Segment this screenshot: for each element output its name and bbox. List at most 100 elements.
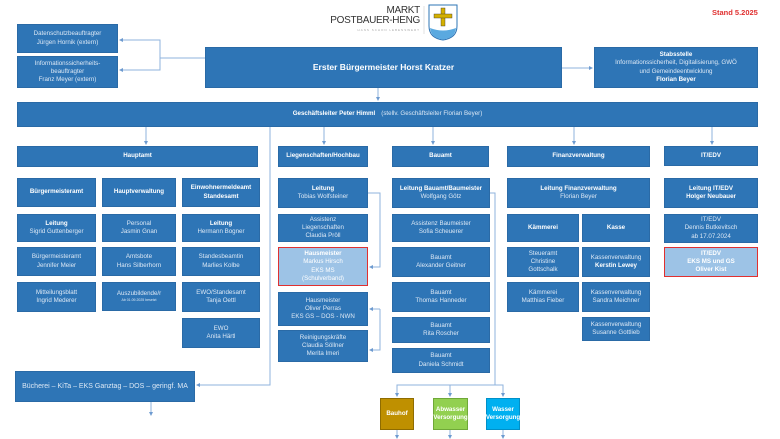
- org-unit-text: EKS MS: [311, 266, 335, 274]
- org-unit-text: ab 17.07.2024: [691, 232, 731, 240]
- org-unit-text: IT/EDV: [701, 216, 721, 224]
- org-unit-f-k: Kämmerei: [507, 214, 579, 242]
- org-unit-text: Daniela Schmidt: [418, 360, 464, 368]
- org-unit-text: EKS GS – DOS - NWN: [291, 313, 355, 321]
- org-unit-text: Reinigungskräfte: [299, 333, 347, 341]
- org-unit-text: Christine: [530, 257, 556, 265]
- org-unit-text: EKS MS und GS: [687, 257, 735, 265]
- org-unit-text: Kassenverwaltung: [590, 253, 642, 261]
- org-unit-text: Kasse: [606, 223, 626, 231]
- org-unit-text: und Gemeindeentwicklung: [639, 67, 713, 75]
- org-unit-text: Assistenz: [309, 215, 337, 223]
- org-unit-text: Hermann Bogner: [197, 228, 245, 235]
- org-unit-text: IT/EDV: [701, 151, 721, 159]
- org-unit-text: Bauamt: [430, 321, 452, 329]
- org-unit-text: Jasmin Gnan: [120, 228, 158, 235]
- org-unit-text: Geschäftsleiter Peter Himml: [292, 110, 376, 118]
- org-unit-text: Kassenverwaltung: [590, 288, 642, 296]
- org-unit-text: (Schulverband): [302, 274, 344, 282]
- org-unit-text: Kämmerei: [528, 288, 558, 296]
- org-unit-text: Bauamt: [429, 152, 452, 160]
- org-unit-text: Hans Silberhorn: [116, 261, 162, 269]
- org-unit-text: Tanja Oettl: [206, 297, 236, 304]
- org-unit-text: EWO/Standesamt: [196, 288, 246, 296]
- org-unit-text: Bücherei – KiTa – EKS Ganztag – DOS – ge…: [22, 382, 188, 390]
- org-unit-gl: Geschäftsleiter Peter Himml(stellv. Gesc…: [17, 102, 758, 127]
- org-unit-bauamt: Bauamt: [392, 146, 489, 167]
- org-unit-buech: Bücherei – KiTa – EKS Ganztag – DOS – ge…: [15, 371, 195, 402]
- org-unit-text: Thomas Hanneder: [415, 297, 467, 304]
- org-unit-text: Sigrid Guttenberger: [29, 228, 84, 235]
- org-unit-text: Informationssicherheits-: [34, 59, 101, 67]
- org-unit-text: Kerstin Lewey: [595, 262, 637, 269]
- org-unit-text: Hausmeister: [305, 296, 341, 304]
- org-unit-lieg: Liegenschaften/Hochbau: [278, 146, 368, 167]
- org-unit-text: Bauamt: [430, 253, 452, 261]
- org-unit-text: Leitung IT/EDV: [689, 184, 733, 192]
- org-unit-text: Ingrid Mederer: [36, 297, 77, 304]
- logo-line1: MARKT: [386, 5, 420, 16]
- org-unit-text: Versorgung: [485, 414, 521, 421]
- org-unit-text: EWO: [213, 324, 229, 332]
- org-unit-text: Liegenschaften: [302, 223, 344, 231]
- org-unit-text: Markus Hirsch: [303, 258, 343, 266]
- org-unit-text: Datenschutzbeauftragter: [33, 30, 102, 38]
- org-unit-text: Ab 01.09.2025 besetzt: [121, 298, 157, 303]
- org-unit-text: Dennis Butkevitsch: [684, 224, 738, 232]
- org-unit-h-bma: Bürgermeisteramt: [17, 178, 96, 207]
- org-unit-text: Kämmerei: [528, 223, 558, 231]
- org-unit-text: Leitung: [209, 219, 233, 227]
- org-unit-text: Florian Beyer: [560, 193, 597, 200]
- org-unit-text: Finanzverwaltung: [552, 152, 605, 160]
- org-unit-text: Erster Bürgermeister Horst Kratzer: [312, 61, 455, 72]
- org-unit-text: Marlies Kolbe: [202, 261, 240, 269]
- org-unit-text: Rita Roscher: [423, 330, 459, 337]
- org-unit-text: Wasser: [492, 405, 514, 413]
- org-unit-bm: Erster Bürgermeister Horst Kratzer: [205, 47, 562, 88]
- org-unit-text: Bauhof: [386, 409, 408, 417]
- org-unit-text: Versorgung: [433, 414, 468, 421]
- org-unit-text: Kassenverwaltung: [590, 320, 642, 328]
- org-unit-text: Merita Imeri: [306, 350, 340, 358]
- org-unit-text: Jennifer Meier: [36, 261, 77, 269]
- org-unit-text: Holger Neubauer: [686, 193, 736, 200]
- version-stamp: Stand 5.2025: [712, 8, 758, 17]
- org-unit-text: Oliver Perras: [304, 304, 342, 312]
- org-unit-text: Sandra Meichner: [592, 297, 640, 304]
- org-unit-text: Standesbeamtin: [198, 253, 244, 261]
- org-unit-text: Matthias Fieber: [521, 297, 565, 304]
- org-unit-text: Gottschalk: [528, 266, 558, 274]
- org-unit-text: Tobias Wolfsteiner: [297, 193, 349, 200]
- org-unit-text: Anita Härtl: [206, 333, 236, 340]
- org-unit-text: Hauptverwaltung: [113, 188, 165, 196]
- logo-tagline: HANS SCHON LEBENSWERT: [357, 28, 420, 32]
- org-unit-text: Bauamt: [430, 288, 452, 296]
- org-unit-text: Alexander Geitner: [416, 262, 466, 269]
- org-unit-text: Sofia Scheuerer: [418, 228, 464, 235]
- org-unit-text: Hausmeister: [304, 250, 342, 258]
- logo: MARKT POSTBAUER-HENG HANS SCHON LEBENSWE…: [300, 6, 420, 32]
